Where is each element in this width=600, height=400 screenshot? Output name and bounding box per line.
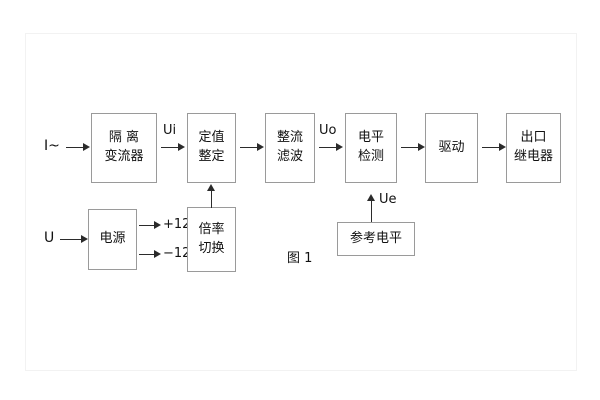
block-multiplier-switch[interactable]: 倍率 切换	[187, 207, 236, 272]
block-reference-level-line1: 参考电平	[349, 230, 402, 246]
block-setting[interactable]: 定值 整定	[187, 113, 236, 183]
block-isolation-ct-line1: 隔 离	[108, 130, 140, 146]
arrowhead-reference-to-level	[367, 194, 375, 201]
block-multiplier-switch-line2: 切换	[198, 240, 225, 256]
block-level-detect-line2: 检测	[357, 149, 384, 164]
arrowhead-rail-positive	[154, 221, 161, 229]
block-isolation-ct-line2: 变流器	[104, 149, 144, 164]
block-reference-level[interactable]: 参考电平	[337, 222, 415, 256]
block-setting-line1: 定值	[198, 130, 225, 146]
block-level-detect[interactable]: 电平 检测	[345, 113, 397, 183]
input-label-current: I~	[44, 138, 60, 154]
block-output-relay[interactable]: 出口 继电器	[506, 113, 561, 183]
block-power-supply[interactable]: 电源	[88, 209, 137, 270]
signal-label-ue: Ue	[379, 192, 397, 207]
input-label-voltage: U	[44, 230, 55, 246]
signal-label-ui: Ui	[163, 123, 177, 138]
arrowhead-current-input	[83, 143, 90, 151]
wire-uo	[319, 147, 337, 148]
arrowhead-rail-negative	[154, 250, 161, 258]
block-multiplier-switch-line1: 倍率	[198, 221, 225, 237]
wire-voltage-input	[60, 239, 82, 240]
wire-rail-negative	[139, 254, 155, 255]
arrowhead-setting-to-rectify	[257, 143, 264, 151]
arrowhead-drive-to-relay	[499, 143, 506, 151]
wire-ui	[161, 147, 179, 148]
block-rectify-filter-line2: 滤波	[276, 149, 303, 164]
figure-caption: 图 1	[287, 251, 313, 266]
arrowhead-ui	[178, 143, 185, 151]
figure-frame	[25, 33, 577, 371]
block-power-supply-line1: 电源	[99, 231, 126, 247]
block-drive[interactable]: 驱动	[425, 113, 478, 183]
arrowhead-uo	[336, 143, 343, 151]
signal-label-uo: Uo	[319, 123, 337, 138]
block-output-relay-line1: 出口	[520, 130, 547, 146]
arrowhead-voltage-input	[81, 235, 88, 243]
wire-rail-positive	[139, 225, 155, 226]
block-output-relay-line2: 继电器	[513, 149, 553, 164]
wire-current-input	[66, 147, 84, 148]
wire-reference-to-level	[371, 200, 372, 222]
arrowhead-level-to-drive	[418, 143, 425, 151]
block-isolation-ct[interactable]: 隔 离 变流器	[91, 113, 157, 183]
block-setting-line2: 整定	[198, 149, 225, 164]
block-rectify-filter-line1: 整流	[276, 130, 303, 146]
wire-level-to-drive	[401, 147, 419, 148]
arrowhead-multiplier-to-setting	[207, 184, 215, 191]
block-rectify-filter[interactable]: 整流 滤波	[265, 113, 315, 183]
wire-setting-to-rectify	[240, 147, 258, 148]
wire-drive-to-relay	[482, 147, 500, 148]
block-level-detect-line1: 电平	[357, 130, 384, 146]
wire-multiplier-to-setting	[211, 190, 212, 208]
block-drive-line1: 驱动	[438, 139, 465, 155]
